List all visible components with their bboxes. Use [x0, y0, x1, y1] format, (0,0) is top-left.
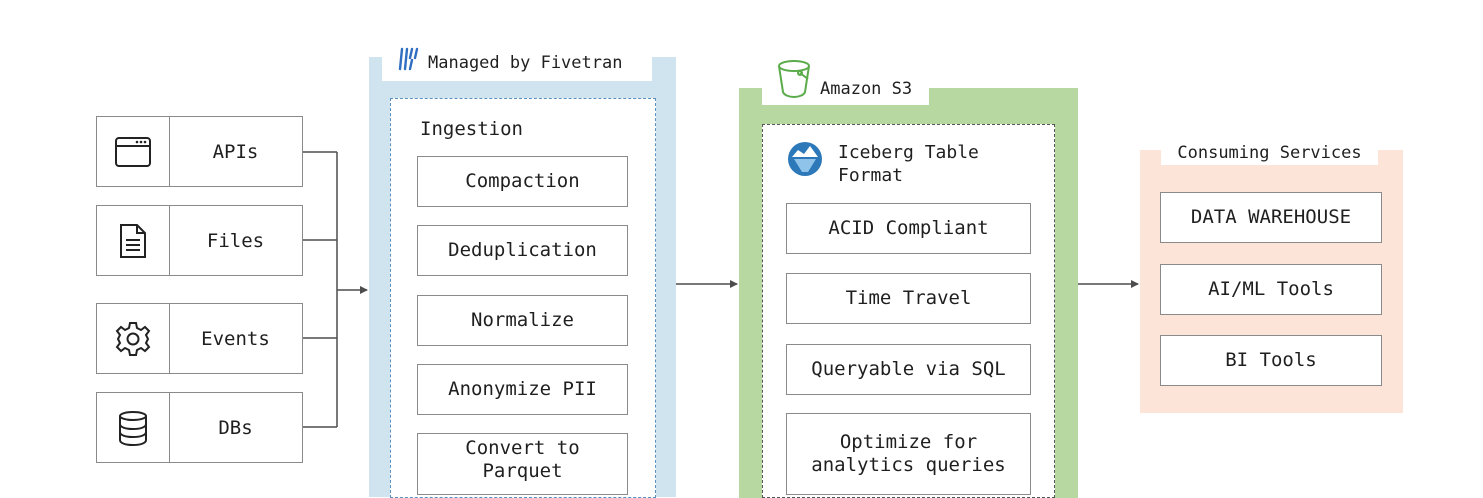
source-label: DBs [218, 416, 253, 439]
gear-icon [97, 304, 170, 373]
s3-feature: Optimize for analytics queries [786, 413, 1031, 495]
consumer-service: AI/ML Tools [1160, 264, 1382, 315]
consumers-header: Consuming Services [1161, 140, 1378, 165]
s3-feature: Queryable via SQL [786, 344, 1031, 395]
s3-header-label: Amazon S3 [820, 79, 913, 99]
s3-feature: ACID Compliant [786, 203, 1031, 254]
database-icon [97, 393, 170, 462]
document-icon [97, 206, 170, 275]
bucket-icon [778, 60, 810, 99]
iceberg-logo-icon [788, 142, 822, 176]
source-label: Events [201, 327, 270, 350]
source-files: Files [96, 205, 303, 276]
source-label: APIs [212, 140, 259, 163]
source-apis: APIs [96, 116, 303, 187]
s3-header: Amazon S3 [762, 60, 929, 105]
browser-window-icon [97, 117, 170, 186]
source-dbs: DBs [96, 392, 303, 463]
ingestion-step: Convert to Parquet [417, 433, 628, 495]
source-events: Events [96, 303, 303, 374]
ingestion-step: Anonymize PII [417, 364, 628, 415]
fivetran-header-label: Managed by Fivetran [428, 52, 623, 73]
ingestion-step: Deduplication [417, 225, 628, 276]
consumer-service: BI Tools [1160, 335, 1382, 386]
s3-feature: Time Travel [786, 273, 1031, 324]
fivetran-header: Managed by Fivetran [382, 44, 652, 81]
ingestion-step: Compaction [417, 156, 628, 207]
ingestion-title: Ingestion [420, 118, 523, 140]
iceberg-format-title: Iceberg Table Format [838, 142, 979, 186]
source-label: Files [206, 229, 265, 252]
ingestion-step: Normalize [417, 295, 628, 346]
fivetran-logo-icon [398, 47, 419, 70]
consumer-service: DATA WAREHOUSE [1160, 192, 1382, 243]
